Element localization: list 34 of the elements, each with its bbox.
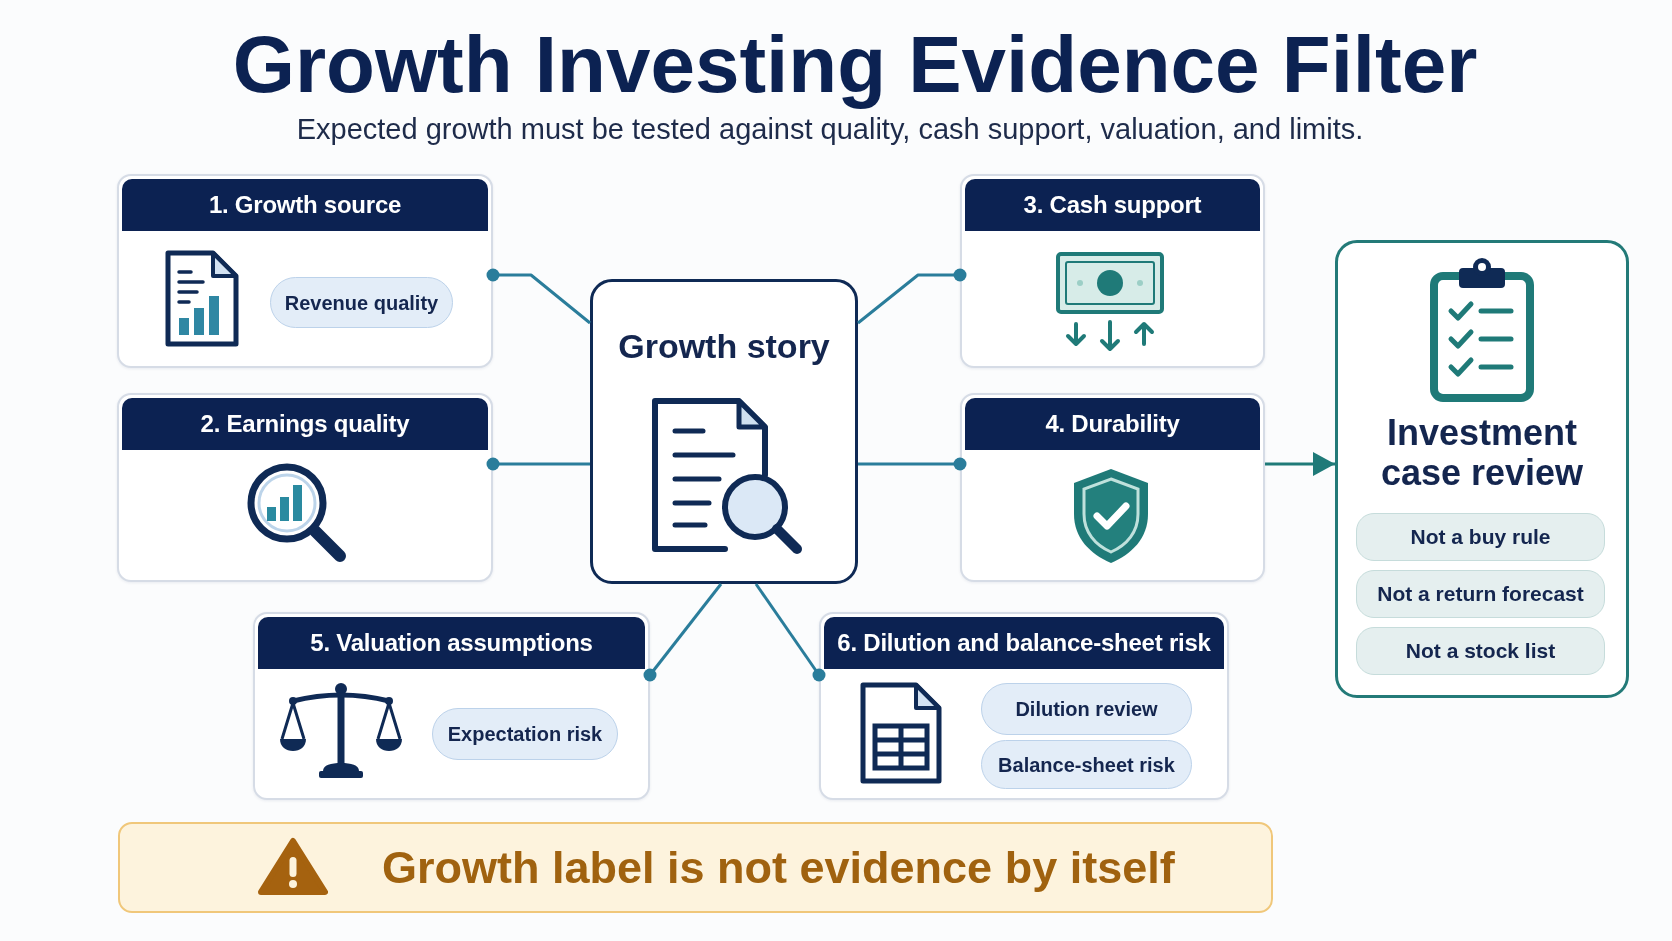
story-card	[590, 279, 858, 584]
connector-line	[857, 268, 967, 325]
note-chip: Not a stock list	[1356, 627, 1605, 675]
tag-chip: Balance-sheet risk	[981, 740, 1192, 789]
panel-header: 3. Cash support	[965, 179, 1260, 231]
review-card	[1335, 240, 1629, 698]
step-panel	[819, 612, 1229, 800]
note-chip: Not a buy rule	[1356, 513, 1605, 561]
step-panel	[117, 393, 493, 582]
step-panel	[117, 174, 493, 368]
panel-header: 6. Dilution and balance-sheet risk	[824, 617, 1224, 669]
card-title: Growth story	[618, 326, 830, 366]
step-panel	[960, 393, 1265, 582]
warning-message: Growth label is not evidence by itself	[382, 841, 1175, 894]
step-panel	[253, 612, 650, 800]
warning-banner	[118, 822, 1273, 913]
panel-header: 2. Earnings quality	[122, 398, 488, 450]
connector-line	[486, 268, 591, 325]
card-title: Investment case review	[1379, 413, 1585, 493]
panel-header: 1. Growth source	[122, 179, 488, 231]
panel-header: 5. Valuation assumptions	[258, 617, 645, 669]
subtitle: Expected growth must be tested against quality, cash support, valuation, and limits.	[296, 112, 1364, 147]
connector-line	[643, 583, 723, 682]
connector-line	[486, 457, 590, 471]
arrow	[1265, 452, 1335, 476]
connector-line	[858, 457, 967, 471]
tag-chip: Expectation risk	[432, 708, 618, 760]
step-panel	[960, 174, 1265, 368]
tag-chip: Revenue quality	[270, 277, 453, 328]
diagram-title: Growth Investing Evidence Filter	[232, 19, 1478, 111]
tag-chip: Dilution review	[981, 683, 1192, 735]
panel-header: 4. Durability	[965, 398, 1260, 450]
note-chip: Not a return forecast	[1356, 570, 1605, 618]
connector-line	[754, 583, 826, 682]
